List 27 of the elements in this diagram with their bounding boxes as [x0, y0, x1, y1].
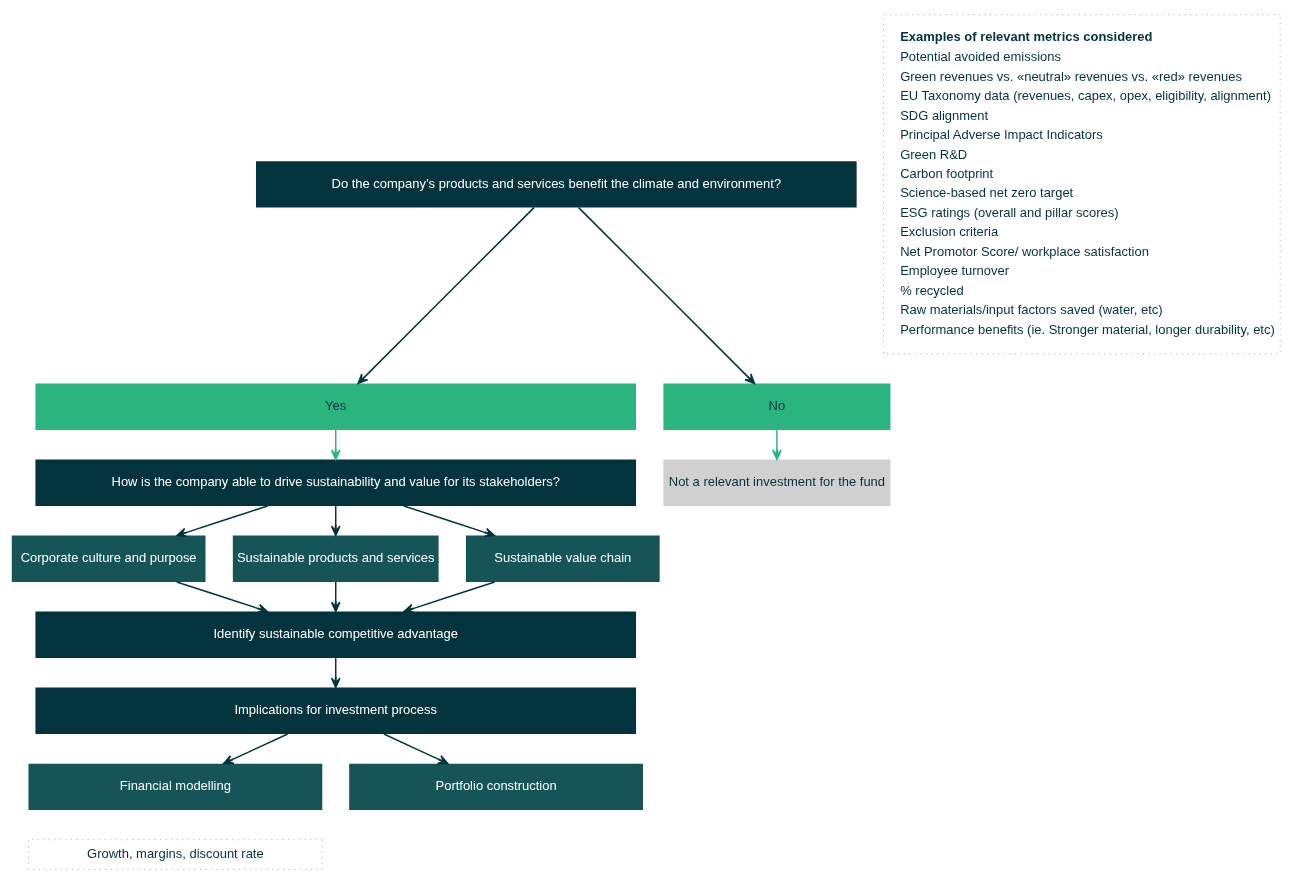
arrow — [330, 504, 341, 536]
node-box: Corporate culture and purpose — [11, 535, 206, 582]
arrow — [330, 580, 341, 612]
node-box: Growth, margins, discount rate — [28, 838, 323, 870]
node-box: No — [663, 383, 891, 430]
arrow — [176, 504, 269, 537]
arrow — [772, 428, 782, 460]
arrow — [383, 732, 449, 764]
node-box: How is the company able to drive sustainability and value for its stakeholders? — [35, 459, 637, 506]
arrow — [577, 206, 756, 384]
node-box: Yes — [35, 383, 637, 430]
node-box: Examples of relevant metrics considered Potential avoided emissions Green revenues vs. «neutral» revenues vs. «red» revenues EU Taxonomy data (revenues, capex, opex, eligibility, alignment) SDG alignment Principal Adverse Impact Indicators Green R&D Carbon footprint Science-based net zero target ESG ratings (overall and pillar scores) Exclusion criteria Net Promotor Score/ workplace satisfaction Employee turnover % recycled Raw materials/input factors saved (water, etc) Performance benefits (ie. Stronger material, longer durability, etc) — [883, 13, 1281, 354]
node-box: Portfolio construction — [349, 763, 643, 810]
arrow — [176, 580, 268, 613]
node-box: Sustainable products and services — [232, 535, 439, 582]
arrow — [357, 206, 535, 384]
arrow — [330, 656, 341, 688]
arrow — [403, 504, 496, 537]
node-box: Identify sustainable competitive advantage — [35, 611, 637, 658]
arrow — [330, 428, 341, 460]
node-box: Do the company’s products and services benefit the climate and environment? — [256, 160, 857, 207]
node-box: Implications for investment process — [35, 687, 637, 734]
node-box: Sustainable value chain — [465, 535, 660, 582]
arrow — [403, 580, 496, 613]
arrow — [223, 732, 289, 764]
node-box: Financial modelling — [28, 763, 323, 810]
node-box: Not a relevant investment for the fund — [663, 459, 891, 506]
